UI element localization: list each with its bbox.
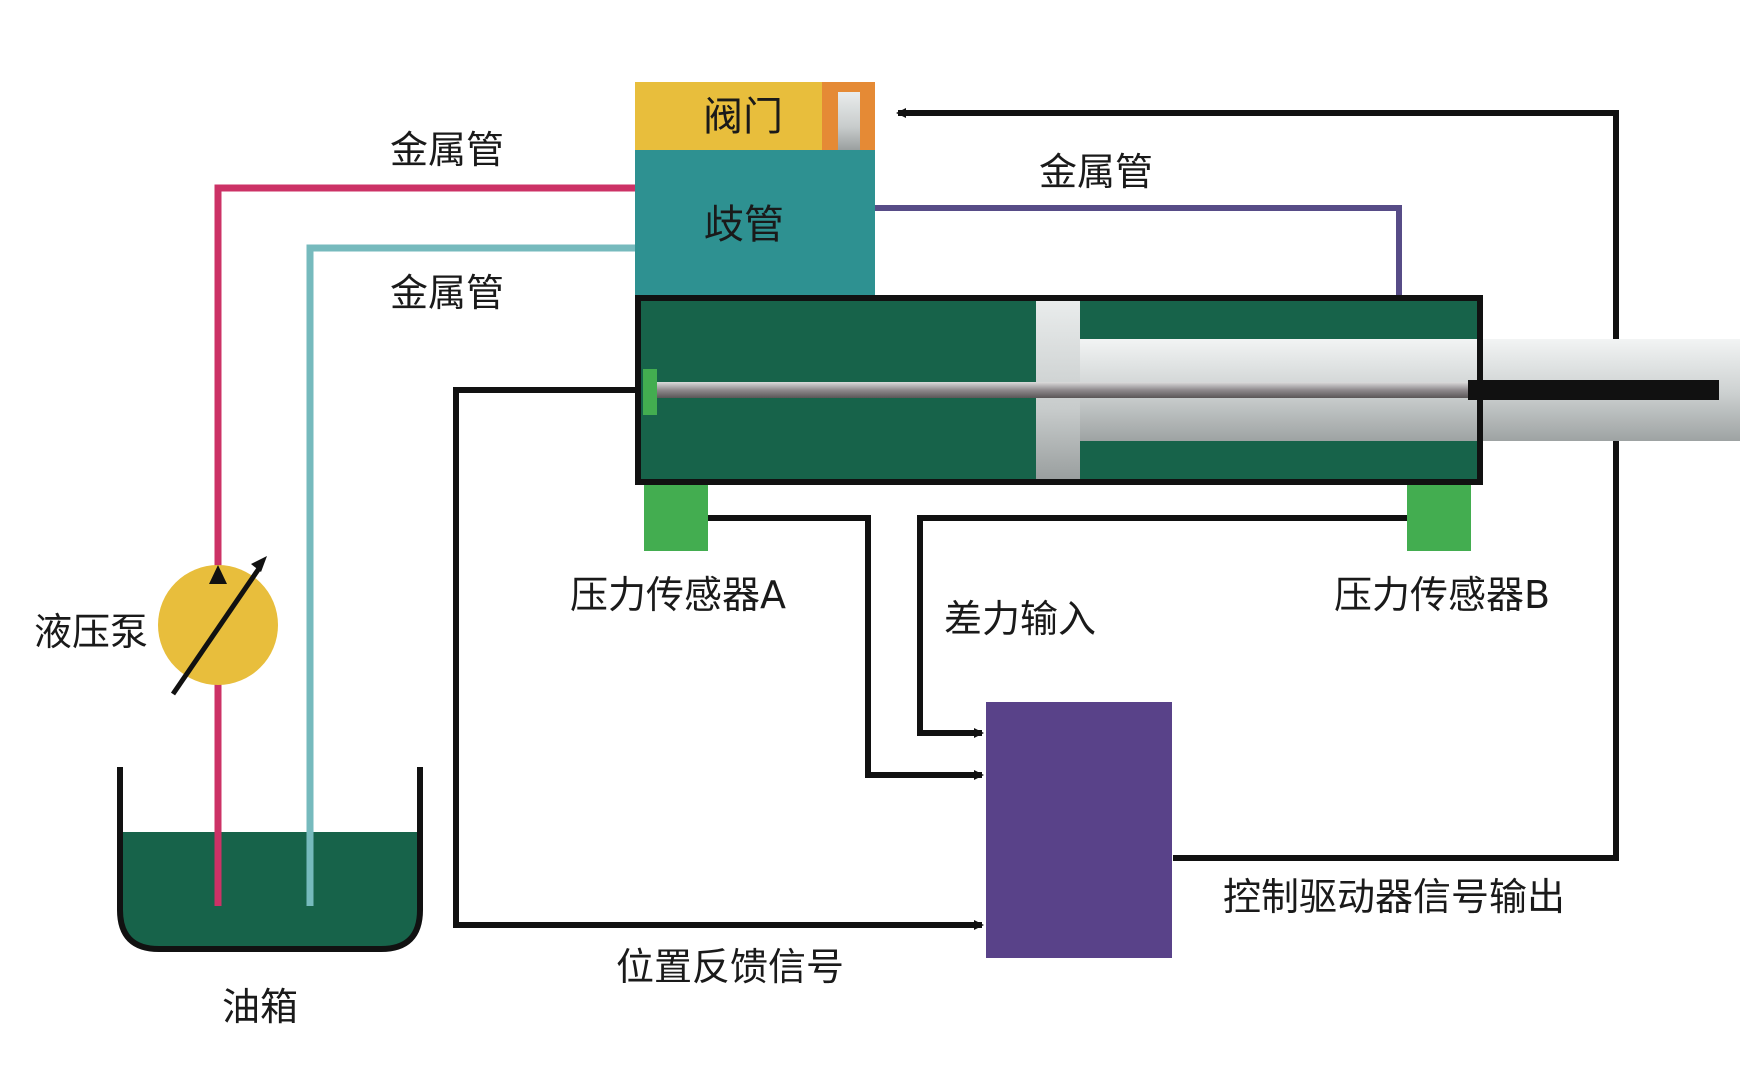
diff-input-label: 差力输入: [944, 597, 1096, 641]
metal-pipe-label-top-left: 金属管: [390, 128, 504, 172]
position-feedback-label: 位置反馈信号: [616, 945, 844, 989]
position-feedback-line: [453, 387, 984, 930]
tank-oil: [122, 832, 418, 947]
sensor-b-label: 压力传感器B: [1334, 573, 1550, 617]
sensor-b-line: [917, 515, 1407, 738]
controller: [986, 702, 1172, 958]
tank-label: 油箱: [222, 985, 298, 1029]
pressure-sensor-b: [1407, 485, 1471, 551]
valve-label: 阀门: [703, 94, 783, 140]
return-pipe: [306, 244, 635, 906]
manifold-label: 歧管: [704, 202, 784, 248]
sensor-a-line: [708, 515, 984, 780]
pressure-sensor-a: [644, 485, 708, 551]
right-metal-pipe: [874, 205, 1402, 298]
oil-tank: [117, 767, 423, 952]
manifold: [635, 150, 875, 298]
pump-flow-arrow: [209, 565, 227, 584]
position-probe-tip: [1468, 380, 1719, 400]
metal-pipe-label-right: 金属管: [1039, 150, 1153, 194]
position-probe: [654, 382, 1470, 398]
valve-control-line: [896, 108, 1619, 861]
probe-head: [643, 369, 657, 415]
controller-output-label: 控制驱动器信号输出: [1223, 875, 1565, 919]
valve-stem: [838, 92, 860, 150]
metal-pipe-label-mid-left: 金属管: [390, 271, 504, 315]
pump-variable-arrowhead: [251, 556, 267, 572]
pump-variable-arrow: [170, 565, 263, 696]
sensor-a-label: 压力传感器A: [570, 573, 786, 617]
pump-label: 液压泵: [34, 610, 148, 654]
